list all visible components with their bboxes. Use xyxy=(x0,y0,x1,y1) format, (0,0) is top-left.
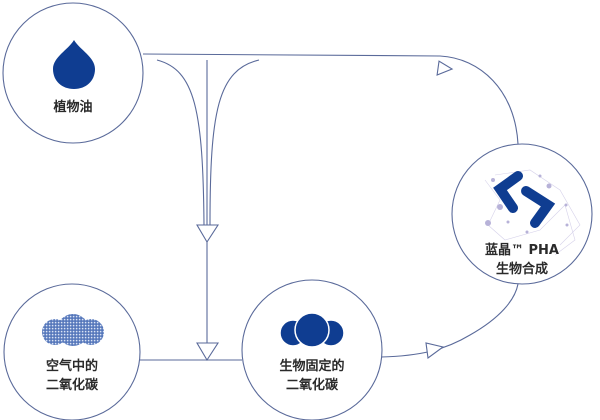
arrow-right-bottom xyxy=(425,342,445,359)
molecule-logo-icon xyxy=(484,169,581,256)
oil-drop-icon xyxy=(53,40,95,89)
co2-cloud-outline-icon xyxy=(42,314,104,346)
fixed-co2-line2: 二氧化碳 xyxy=(285,378,338,393)
pha-line2: 生物合成 xyxy=(495,262,548,277)
funnel-line-right xyxy=(209,59,260,226)
air-co2-line2: 二氧化碳 xyxy=(45,378,98,393)
node-label-fixed-co2: 生物固定的 二氧化碳 xyxy=(242,357,382,395)
arrow-down-bottom xyxy=(196,342,220,362)
node-label-plant-oil: 植物油 xyxy=(53,100,93,115)
node-circle-pha xyxy=(451,143,593,285)
node-label-air-co2: 空气中的 二氧化碳 xyxy=(2,357,142,395)
air-co2-line1: 空气中的 xyxy=(45,359,98,374)
arrow-down-funnel xyxy=(196,224,220,244)
arrow-right-top xyxy=(436,60,454,76)
node-circle-fixed-co2 xyxy=(241,279,383,420)
flow-line-oil-to-pha xyxy=(142,53,519,145)
funnel-line-left xyxy=(156,59,205,226)
node-label-pha: 蓝晶™ PHA 生物合成 xyxy=(452,241,592,279)
flow-line-fixed-to-pha xyxy=(380,283,519,358)
fixed-co2-line1: 生物固定的 xyxy=(279,359,345,374)
pha-line1: 蓝晶™ PHA xyxy=(485,243,559,258)
node-circle-air-co2 xyxy=(3,283,141,420)
co2-cloud-solid-icon xyxy=(279,312,345,348)
node-circle-plant-oil xyxy=(2,2,144,144)
